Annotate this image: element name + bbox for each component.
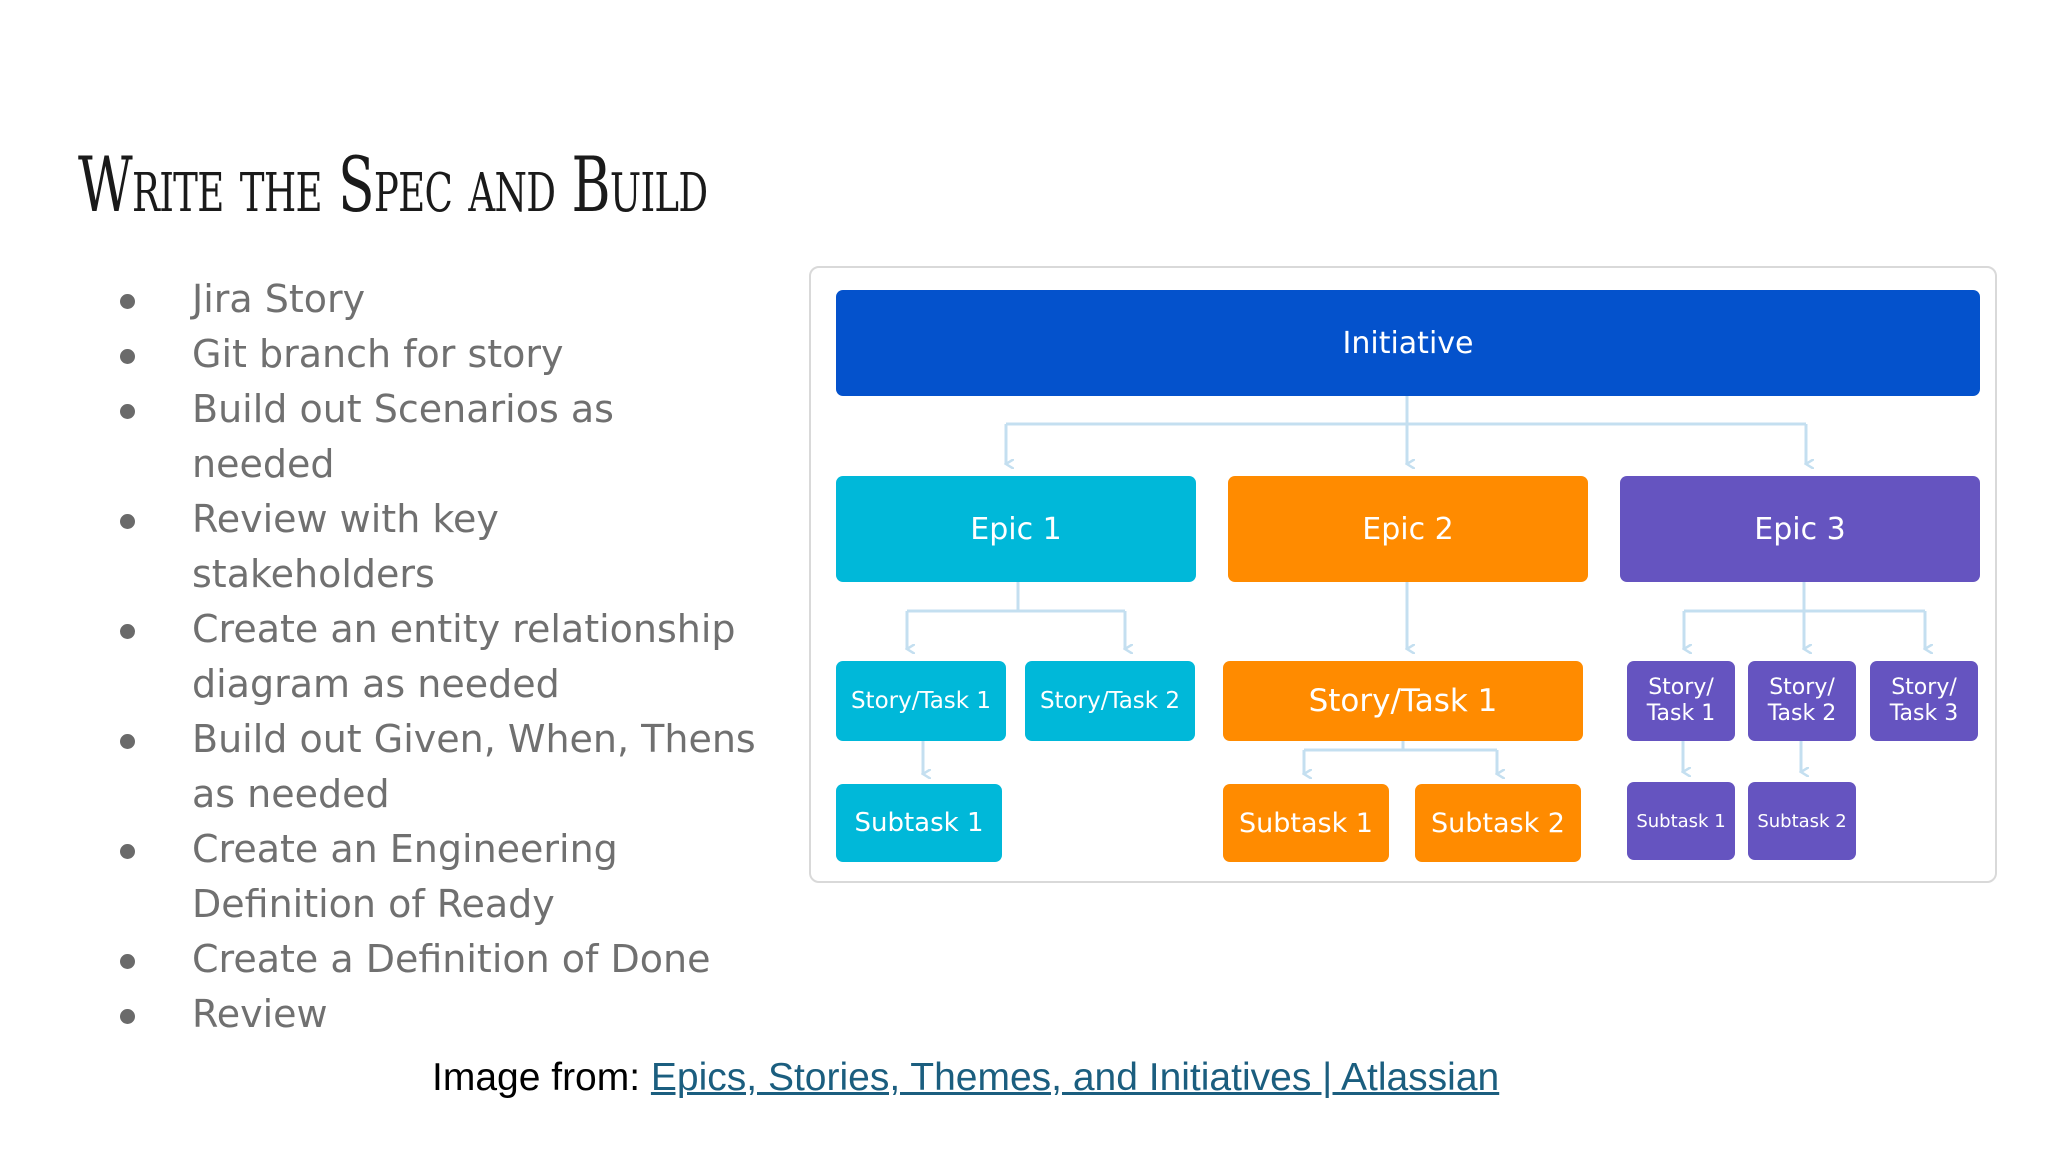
hierarchy-diagram: Initiative Epic 1 Epic 2 Epic 3 Story/Ta…: [809, 266, 1997, 883]
source-prefix: Image from:: [432, 1056, 651, 1099]
bullet-dot: [120, 734, 135, 749]
bullet-item: Review: [110, 987, 810, 1042]
epic-2-box: Epic 2: [1228, 476, 1588, 582]
bullet-item: Build out Given, When, Thens as needed: [110, 712, 792, 822]
atlassian-source-link[interactable]: Epics, Stories, Themes, and Initiatives …: [650, 1056, 1500, 1099]
bullet-item: Review with key stakeholders: [110, 492, 692, 602]
bullet-dot: [120, 624, 135, 639]
epic-1-box: Epic 1: [836, 476, 1196, 582]
epic-3-box: Epic 3: [1620, 476, 1980, 582]
bullet-dot: [120, 294, 135, 309]
epic-2-subtask-2: Subtask 2: [1415, 784, 1581, 862]
bullet-dot: [120, 1009, 135, 1024]
bullet-list: Jira Story Git branch for story Build ou…: [110, 272, 810, 1042]
initiative-box: Initiative: [836, 290, 1980, 396]
epic-3-story-task-2: Story/ Task 2: [1748, 661, 1856, 741]
bullet-item: Create a Definition of Done: [110, 932, 810, 987]
bullet-dot: [120, 514, 135, 529]
epic-1-story-task-1: Story/Task 1: [836, 661, 1006, 741]
bullet-item: Build out Scenarios as needed: [110, 382, 752, 492]
epic-2-subtask-1: Subtask 1: [1223, 784, 1389, 862]
bullet-item: Create an Engineering Definition of Read…: [110, 822, 772, 932]
epic-3-story-task-1: Story/ Task 1: [1627, 661, 1735, 741]
epic-2-story-task-1: Story/Task 1: [1223, 661, 1583, 741]
bullet-dot: [120, 844, 135, 859]
epic-3-story-task-3: Story/ Task 3: [1870, 661, 1978, 741]
bullet-item: Create an entity relationship diagram as…: [110, 602, 810, 712]
bullet-dot: [120, 954, 135, 969]
epic-3-subtask-2: Subtask 2: [1748, 782, 1856, 860]
bullet-item: Git branch for story: [110, 327, 810, 382]
epic-1-story-task-2: Story/Task 2: [1025, 661, 1195, 741]
image-source-caption: Image from: Epics, Stories, Themes, and …: [432, 1056, 1499, 1100]
bullet-dot: [120, 349, 135, 364]
bullet-dot: [120, 404, 135, 419]
epic-3-subtask-1: Subtask 1: [1627, 782, 1735, 860]
connector-lines: [811, 396, 1999, 885]
bullet-item: Jira Story: [110, 272, 810, 327]
epic-1-subtask-1: Subtask 1: [836, 784, 1002, 862]
slide-title: Write the Spec and Build: [78, 140, 708, 229]
